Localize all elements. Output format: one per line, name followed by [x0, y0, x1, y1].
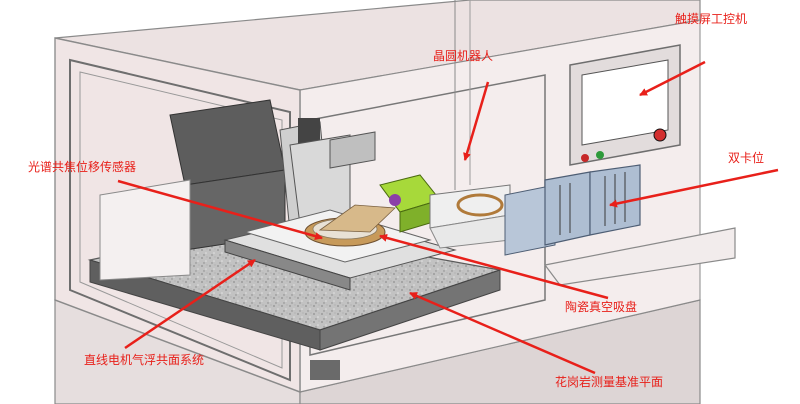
dual-cassette	[504, 164, 736, 286]
emergency-stop-icon	[653, 128, 667, 142]
arrow-confocal-sensor	[117, 179, 323, 240]
callout-wafer-robot: 晶圆机器人	[433, 49, 494, 63]
touchscreen-pc	[569, 44, 681, 166]
arrow-granite-plane	[409, 291, 596, 375]
red-button-icon	[581, 154, 589, 162]
wafer-robot	[379, 174, 511, 249]
arrow-touchscreen-pc	[639, 60, 706, 97]
callout-arrows	[117, 60, 779, 375]
gantry-column	[99, 99, 376, 281]
callout-touchscreen-pc: 触摸屏工控机	[675, 12, 748, 26]
touchscreen-display	[581, 59, 669, 146]
callout-confocal-sensor: 光谱共焦位移传感器	[28, 160, 137, 174]
green-button-icon	[596, 151, 604, 159]
arrow-wafer-robot	[463, 81, 490, 161]
callout-linear-motor-air-bearing: 直线电机气浮共面系统	[84, 353, 205, 367]
callout-ceramic-vacuum-chuck: 陶瓷真空吸盘	[565, 300, 638, 314]
arrow-linear-motor-air-bearing	[124, 258, 256, 350]
stage-assembly	[223, 204, 457, 291]
arrow-dual-cassette	[609, 168, 779, 208]
arrow-ceramic-chuck	[379, 233, 609, 300]
callout-dual-cassette: 双卡位	[728, 151, 765, 165]
callout-granite-reference-plane: 花岗岩测量基准平面	[555, 375, 664, 389]
